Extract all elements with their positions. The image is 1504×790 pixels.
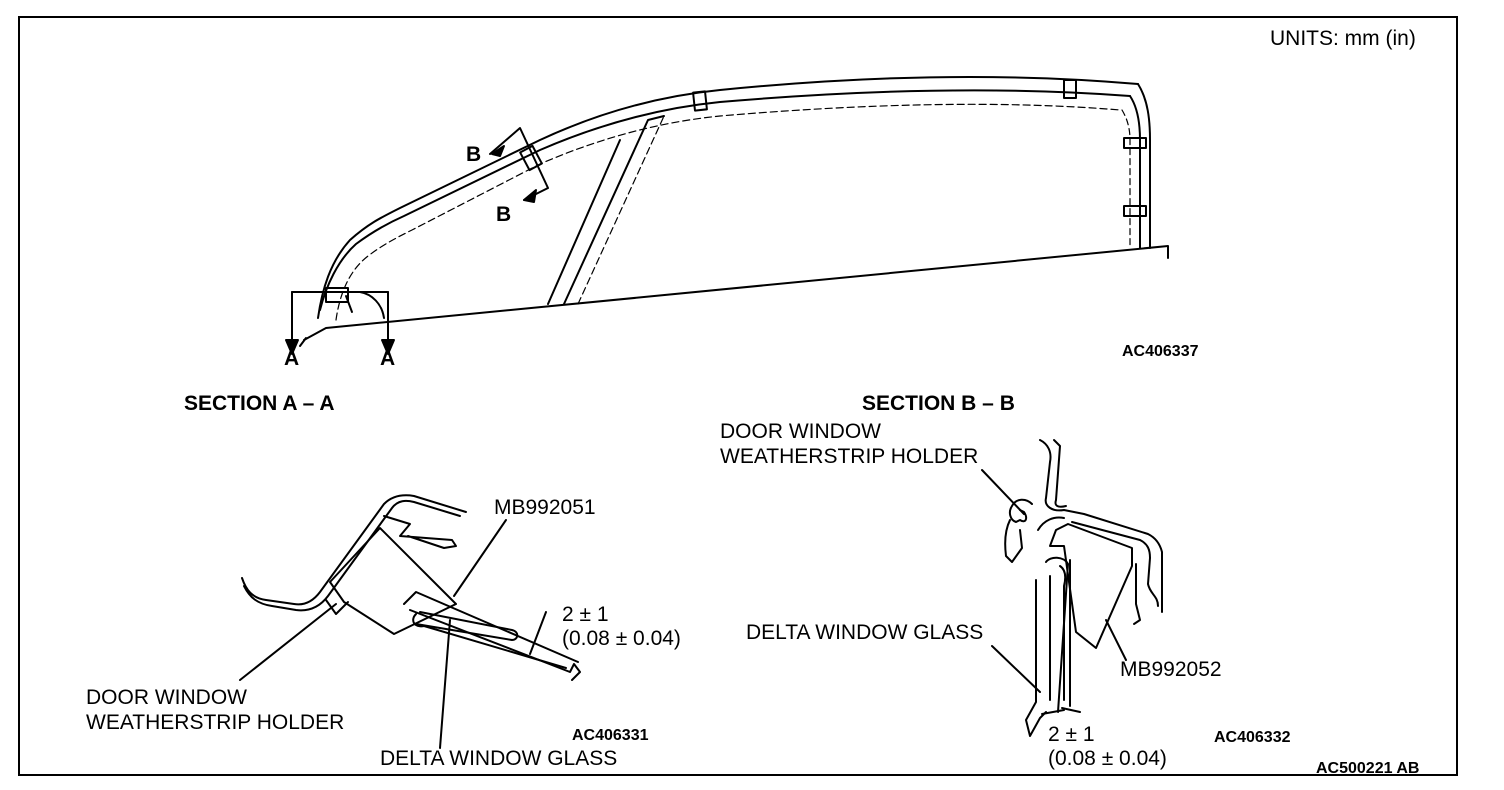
section-a-gap-mm: 2 ± 1	[562, 603, 609, 626]
section-a-holder-line2: WEATHERSTRIP HOLDER	[86, 711, 345, 734]
marker-a-left: A	[284, 347, 300, 370]
section-a-gap-in: (0.08 ± 0.04)	[562, 627, 681, 650]
section-b-title: SECTION B – B	[862, 392, 1015, 415]
section-a-drawing	[239, 494, 581, 749]
section-b-gap-mm: 2 ± 1	[1048, 723, 1095, 746]
section-a-holder-line1: DOOR WINDOW	[86, 686, 247, 709]
figure-code: AC500221 AB	[1316, 760, 1420, 777]
section-b-glass-label: DELTA WINDOW GLASS	[746, 621, 984, 644]
marker-a-right: A	[380, 347, 396, 370]
section-b-drawing	[981, 439, 1163, 737]
units-label: UNITS: mm (in)	[1270, 27, 1416, 50]
section-a-title: SECTION A – A	[184, 392, 335, 415]
section-a-tool-label: MB992051	[494, 496, 596, 519]
section-b-tool-label: MB992052	[1120, 658, 1222, 681]
marker-b-top: B	[466, 143, 482, 166]
marker-b-bottom: B	[496, 203, 512, 226]
door-frame-overview	[285, 75, 1169, 355]
section-b-code: AC406332	[1214, 729, 1291, 746]
section-b-holder-line2: WEATHERSTRIP HOLDER	[720, 445, 979, 468]
section-a-code: AC406331	[572, 727, 649, 744]
section-b-holder-line1: DOOR WINDOW	[720, 420, 881, 443]
section-b-gap-in: (0.08 ± 0.04)	[1048, 747, 1167, 770]
figure-frame	[18, 16, 1458, 776]
section-a-glass-label: DELTA WINDOW GLASS	[380, 747, 618, 770]
overview-code: AC406337	[1122, 343, 1199, 360]
